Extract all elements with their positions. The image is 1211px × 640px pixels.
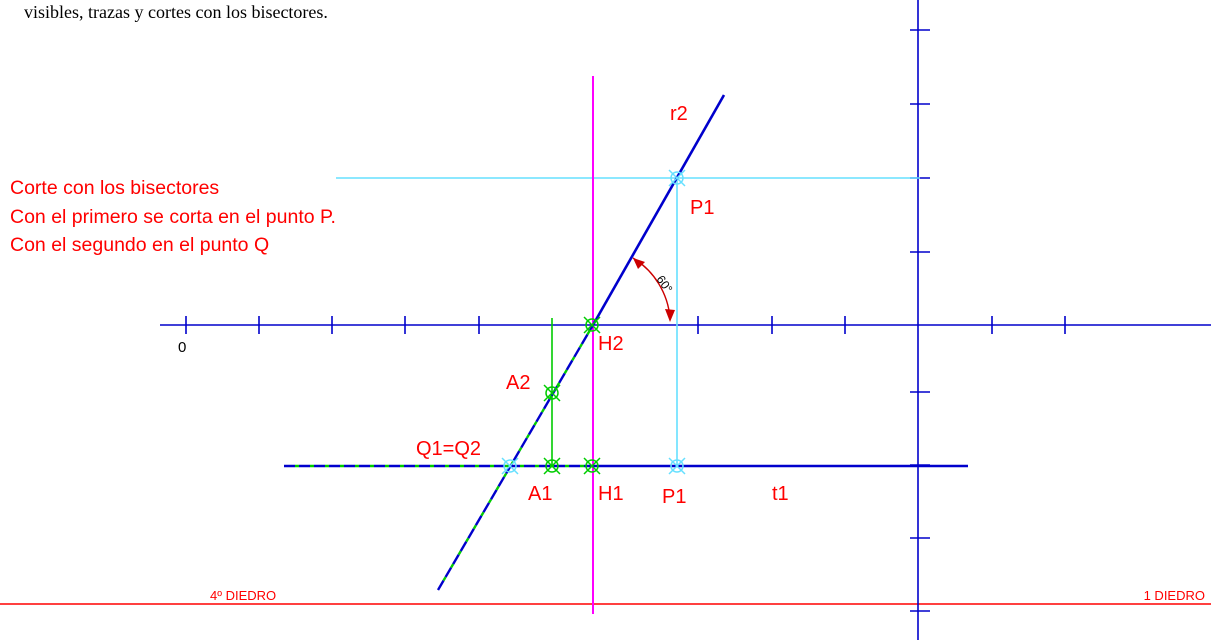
marker-h2	[583, 316, 601, 334]
label-dihedral-left: 4º DIEDRO	[210, 588, 276, 603]
vertical-axis-ticks	[910, 29, 930, 612]
label-t1: t1	[772, 483, 789, 505]
marker-p1-lower	[668, 457, 686, 475]
marker-q	[501, 457, 519, 475]
label-r2: r2	[670, 103, 688, 125]
note-line-2: Con el primero se corta en el punto P.	[10, 205, 336, 228]
label-origin: 0	[178, 339, 186, 356]
line-r2-solid	[591, 94, 726, 326]
bisector-note: Corte con los bisectores Con el primero …	[10, 174, 336, 260]
marker-a1	[543, 457, 561, 475]
caption-text: visibles, trazas y cortes con los bisect…	[24, 2, 328, 22]
line-r2-hidden	[436, 324, 595, 591]
marker-a2	[543, 384, 561, 402]
label-p1-lower: P1	[662, 486, 686, 508]
angle-arrow-top	[633, 258, 645, 269]
note-line-3: Con el segundo en el punto Q	[10, 234, 270, 256]
label-a2: A2	[506, 372, 530, 394]
label-angle: 60°	[654, 273, 676, 296]
marker-h1	[583, 457, 601, 475]
angle-arrow-bottom	[665, 309, 675, 322]
marker-p1-upper	[668, 169, 686, 187]
note-line-1: Corte con los bisectores	[10, 177, 220, 199]
label-h1: H1	[598, 483, 624, 505]
label-q: Q1=Q2	[416, 438, 481, 460]
label-p1-upper: P1	[690, 197, 714, 219]
label-a1: A1	[528, 483, 552, 505]
horizontal-axis-ticks	[185, 316, 1066, 334]
label-h2: H2	[598, 333, 624, 355]
label-dihedral-right: 1 DIEDRO	[1144, 588, 1205, 603]
